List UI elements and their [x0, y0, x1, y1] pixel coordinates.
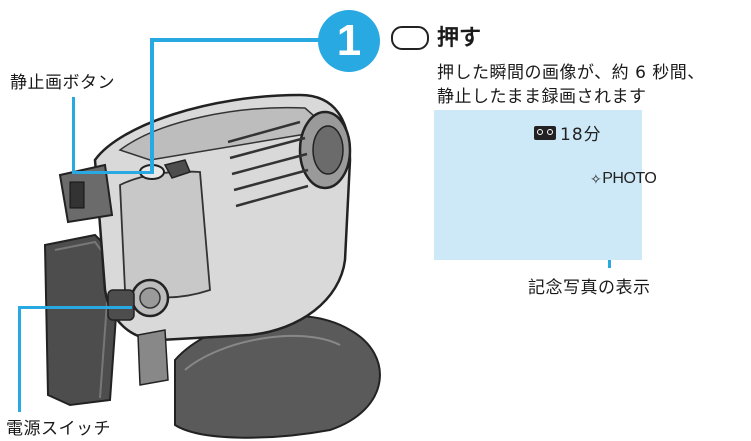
- tape-remaining-text: 18分: [560, 125, 602, 145]
- step-callout-horizontal: [152, 38, 322, 42]
- tape-icon: [534, 125, 556, 140]
- step-action-heading: 押す: [437, 26, 482, 51]
- button-icon: [391, 26, 429, 50]
- photo-indicator: ✧ PHOTO: [590, 170, 657, 188]
- screen-preview: 18分 ✧ PHOTO: [434, 110, 657, 260]
- still-button-callout-horizontal: [72, 171, 152, 174]
- still-button-label: 静止画ボタン: [10, 73, 115, 93]
- step-description-line1: 押した瞬間の画像が、約 6 秒間、: [437, 63, 705, 83]
- step-callout-vertical: [150, 38, 154, 174]
- power-switch-label: 電源スイッチ: [6, 419, 111, 439]
- tape-remaining-indicator: 18分: [534, 120, 602, 145]
- photo-icon: ✧: [590, 170, 602, 187]
- photo-indicator-text: PHOTO: [602, 170, 657, 187]
- still-button-callout-vertical: [72, 97, 75, 173]
- power-callout-vertical: [18, 306, 21, 412]
- step-number-badge: 1: [318, 10, 380, 72]
- step-description-line2: 静止したまま録画されます: [437, 87, 647, 107]
- power-callout-horizontal: [18, 306, 132, 309]
- date-display-label: 記念写真の表示: [528, 278, 651, 298]
